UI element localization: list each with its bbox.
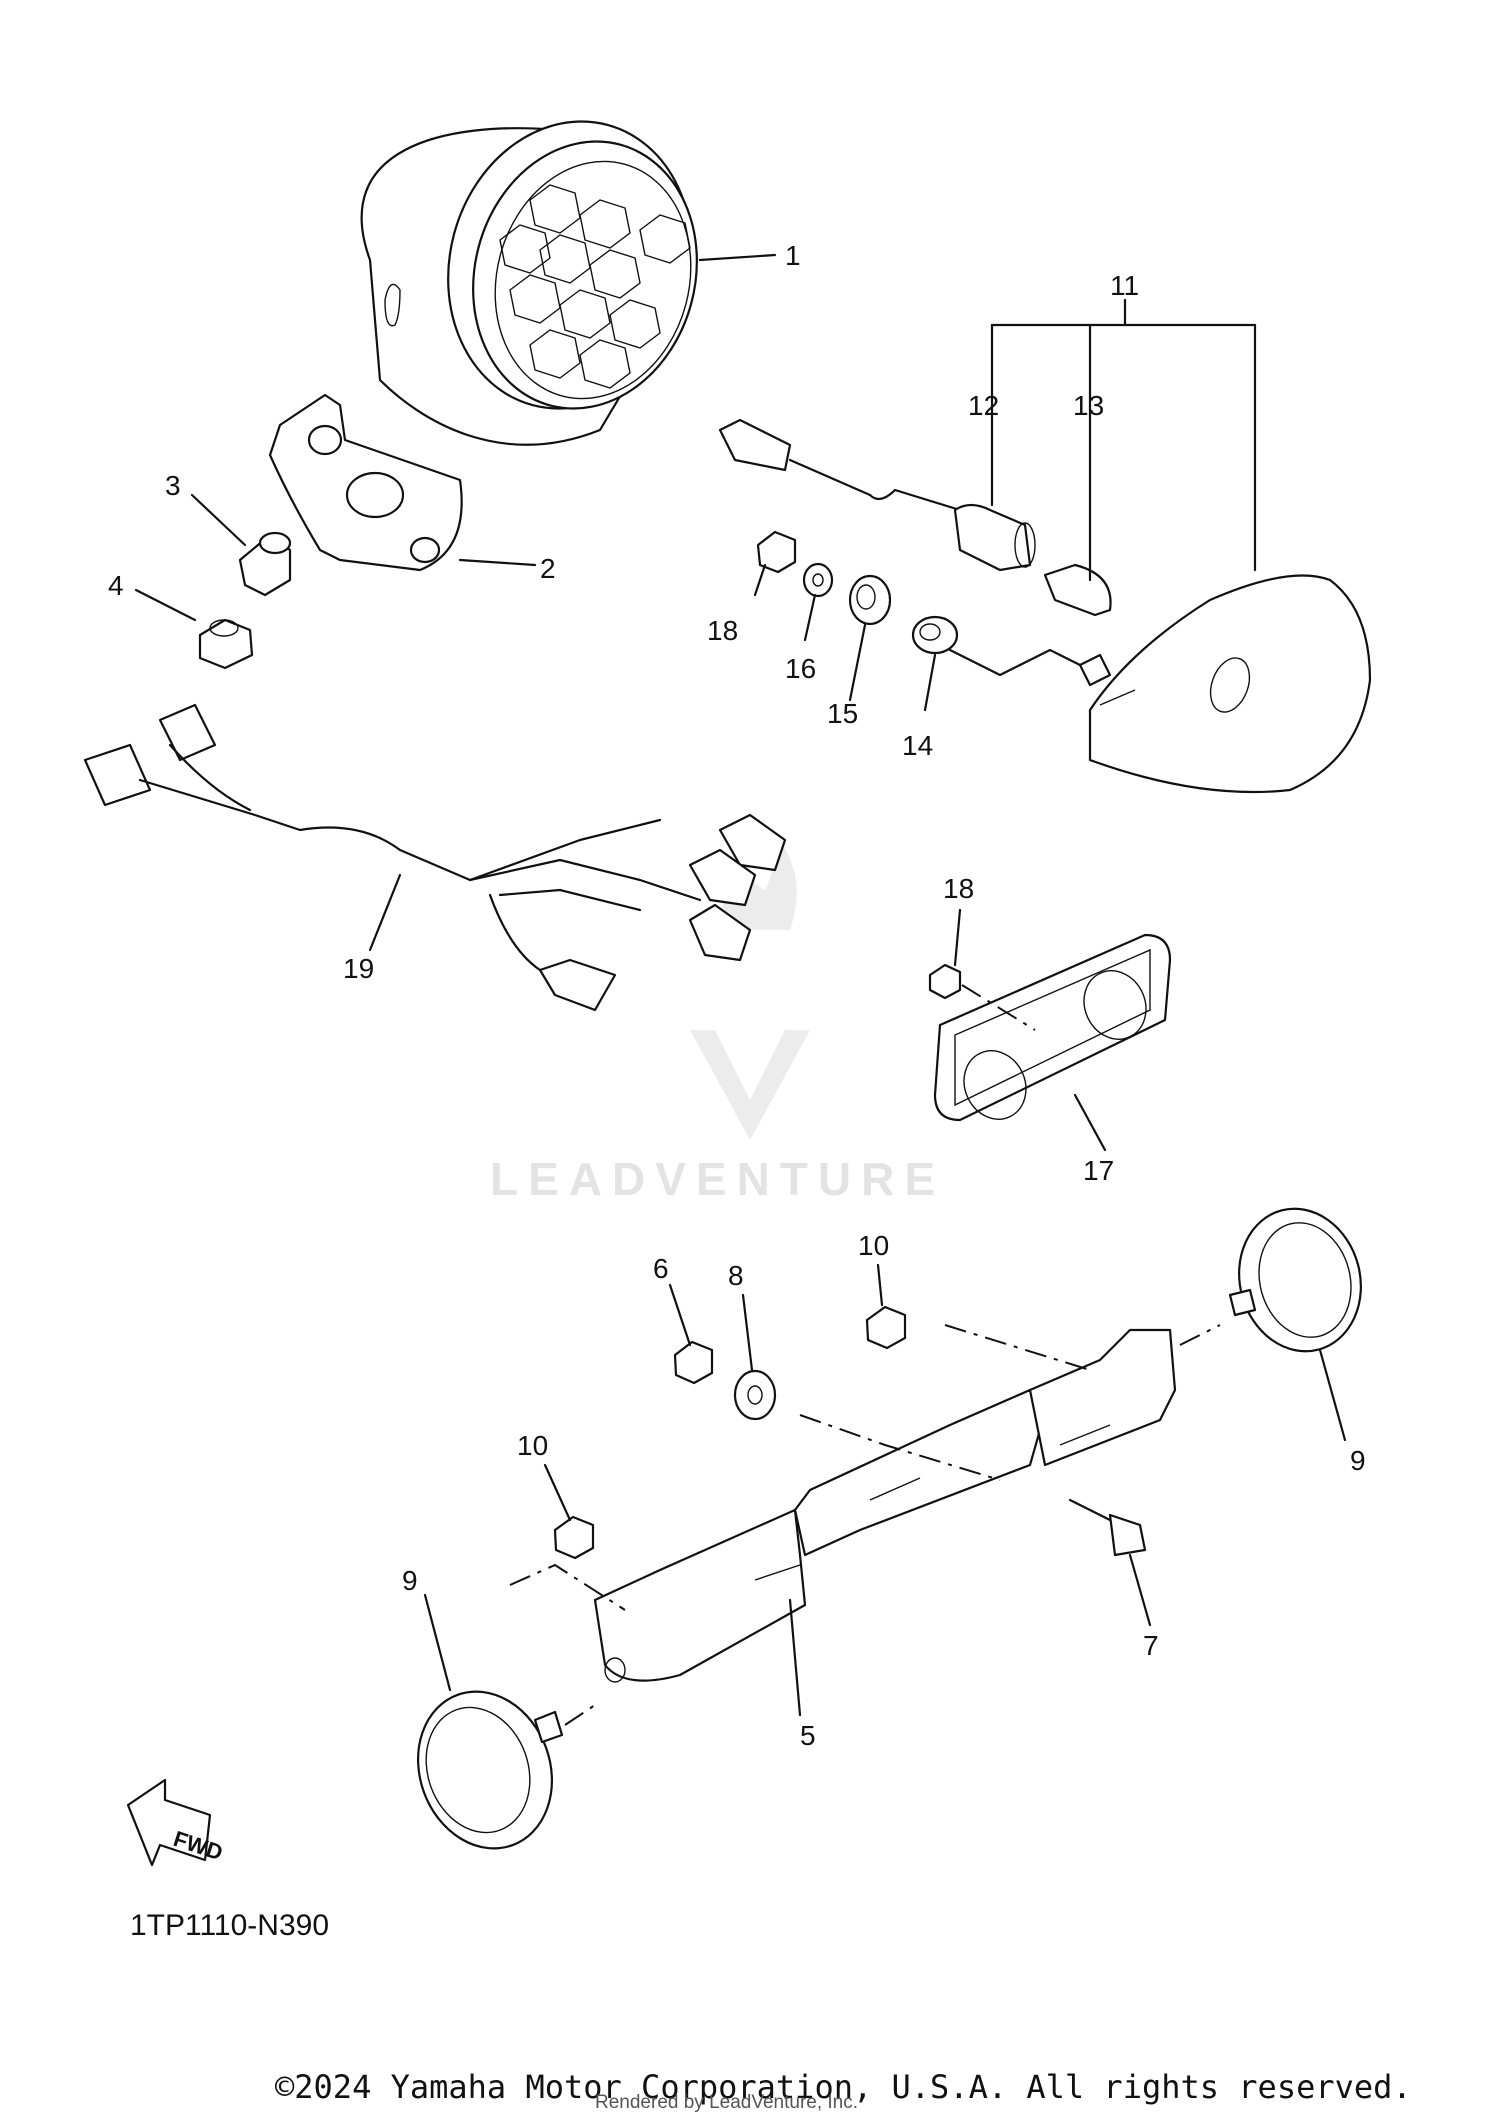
part-4-nut: [198, 618, 254, 670]
callout-6: 6: [653, 1253, 669, 1284]
callout-1: 1: [785, 240, 801, 271]
callout-18-lower: 18: [943, 873, 974, 904]
callout-labels: 1 2 3 4 11 12 13 18 16 15 14 18 17 19 6 …: [108, 240, 1366, 1751]
callout-18-upper: 18: [707, 615, 738, 646]
part-10-nut-lower: [553, 1515, 595, 1560]
reflector-left-assembly-line: [564, 1704, 596, 1726]
fwd-arrow-icon: FWD: [126, 1778, 226, 1867]
callout-9-right: 9: [1350, 1445, 1366, 1476]
callout-16: 16: [785, 653, 816, 684]
leader-lines: [134, 253, 1347, 1717]
part-6-nut: [673, 1340, 714, 1385]
part-17-reflector: [933, 933, 1172, 1122]
callout-8: 8: [728, 1260, 744, 1291]
part-16-washer: [802, 562, 834, 598]
watermark-text: LEADVENTURE: [490, 1153, 945, 1205]
nut-10-lower-assembly-line: [509, 1563, 626, 1611]
callout-19: 19: [343, 953, 374, 984]
callout-12: 12: [968, 390, 999, 421]
reflector-assembly-line: [961, 984, 1036, 1031]
part-7-bolt: [1068, 1498, 1147, 1557]
part-9-reflector-right: [1228, 1207, 1362, 1353]
signal-stem-line: [948, 648, 1082, 677]
part-3-collar: [238, 531, 292, 597]
part-10-nut-upper: [865, 1305, 907, 1350]
callout-15: 15: [827, 698, 858, 729]
callout-4: 4: [108, 570, 124, 601]
callout-5: 5: [800, 1720, 816, 1751]
part-5-bracket: [593, 1328, 1177, 1683]
reflector-right-assembly-line: [1179, 1324, 1221, 1346]
part-18-nut-lower: [928, 963, 962, 1000]
part-9-reflector-left: [416, 1690, 564, 1850]
callout-9-left: 9: [402, 1565, 418, 1596]
callout-17: 17: [1083, 1155, 1114, 1186]
part-15-grommet: [848, 574, 892, 626]
callout-10-upper: 10: [858, 1230, 889, 1261]
part-11-turn-signal: [1078, 574, 1372, 794]
part-19-harness: [83, 703, 787, 1012]
nut-10-assembly-line: [944, 1324, 1091, 1371]
callout-11: 11: [1110, 270, 1139, 301]
callout-3: 3: [165, 470, 181, 501]
diagram-code: 1TP1110-N390: [130, 1909, 329, 1942]
fwd-label: FWD: [170, 1826, 225, 1865]
part-13-bulb: [1043, 563, 1112, 617]
part-2-bracket: [268, 393, 463, 572]
rendered-by-note: Rendered by LeadVenture, Inc.: [595, 2092, 858, 2113]
part-14-collar: [911, 615, 959, 655]
washer-8-assembly-line: [799, 1414, 1001, 1481]
callout-13: 13: [1073, 390, 1104, 421]
part-1-lamp: [360, 120, 698, 446]
copyright-notice: ©2024 Yamaha Motor Corporation, U.S.A. A…: [275, 2068, 1412, 2106]
callout-2: 2: [540, 553, 556, 584]
part-18-nut-upper: [756, 530, 797, 574]
callout-7: 7: [1143, 1630, 1159, 1661]
callout-10-lower: 10: [517, 1430, 548, 1461]
callout-14: 14: [902, 730, 933, 761]
part-8-washer: [733, 1369, 777, 1421]
part-12-socket-wire: [718, 418, 1036, 572]
